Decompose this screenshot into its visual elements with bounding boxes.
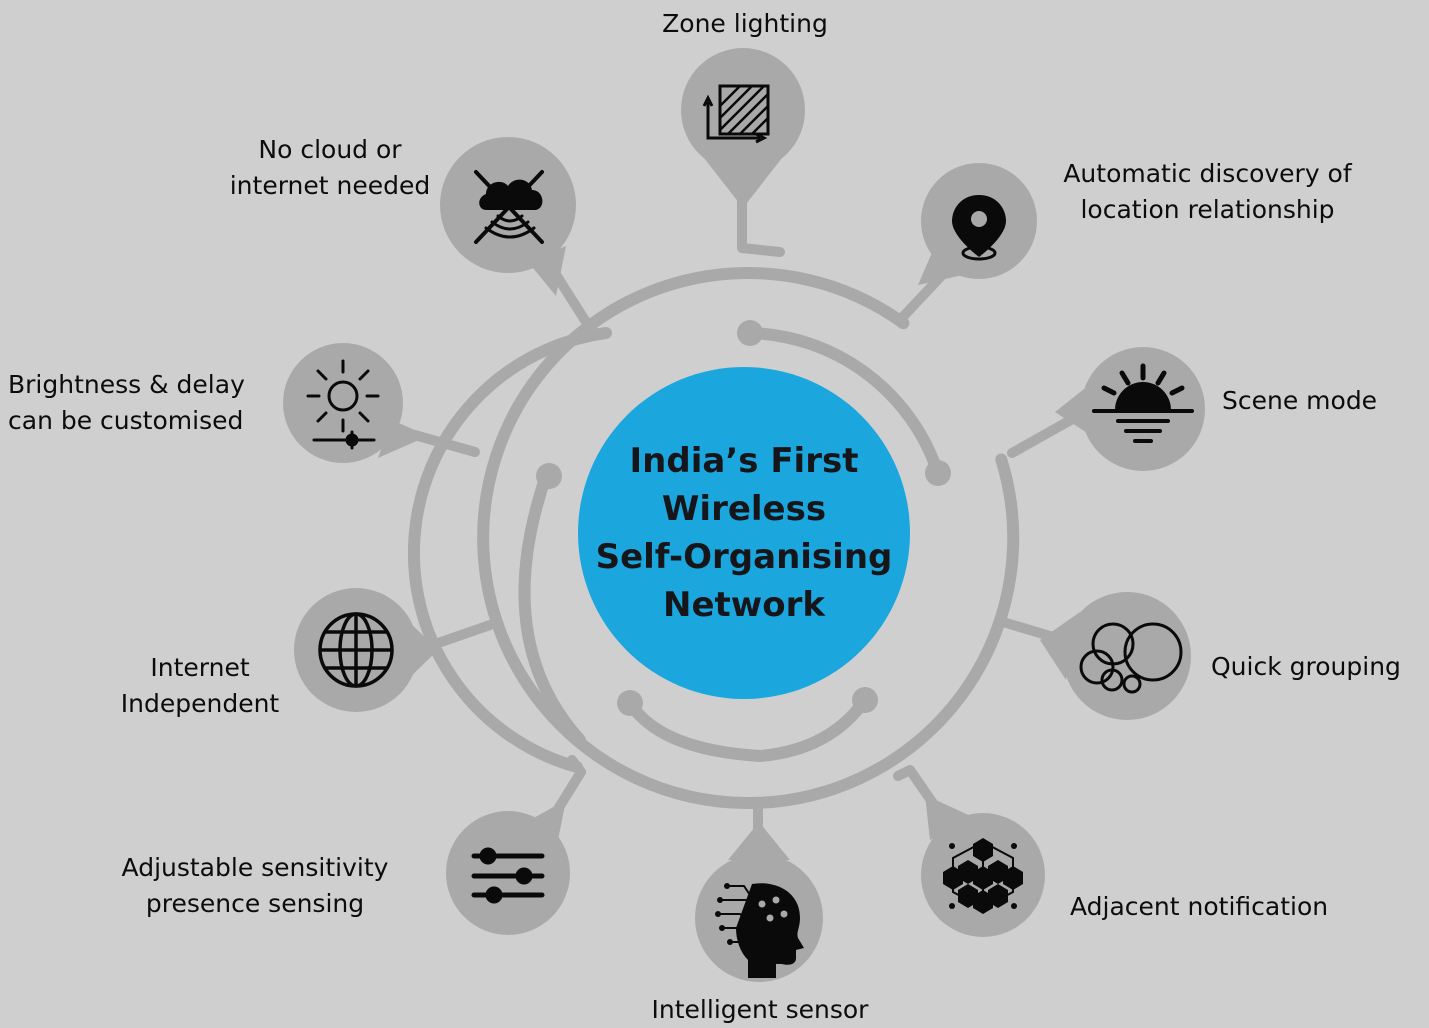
label-intelligent-sensor: Intelligent sensor	[600, 992, 920, 1028]
center-title-line: Network	[663, 585, 825, 625]
label-brightness-delay: Brightness & delay can be customised	[8, 367, 278, 439]
center-disc	[578, 367, 910, 699]
label-line: internet needed	[229, 171, 431, 200]
label-line: presence sensing	[145, 889, 365, 918]
inner-arc-top	[744, 327, 944, 479]
location-pin-icon	[952, 195, 1006, 261]
circuit-dot	[852, 687, 878, 713]
label-line: location relationship	[1080, 195, 1335, 224]
circuit-dot	[737, 320, 763, 346]
sunset-icon	[1092, 363, 1194, 443]
center-title-line: Wireless	[661, 489, 827, 529]
no-cloud-icon	[474, 170, 544, 244]
ai-head-icon	[715, 883, 804, 978]
label-adjacent-notification: Adjacent notification	[1070, 889, 1390, 925]
label-line: Automatic discovery of	[1063, 159, 1352, 188]
label-line: Zone lighting	[662, 9, 828, 38]
label-line: Intelligent sensor	[651, 995, 869, 1024]
center-title-line: India’s First	[629, 441, 859, 481]
bubble-sensitivity	[446, 800, 570, 935]
circuit-rings	[407, 267, 1020, 809]
sliders-icon	[471, 847, 545, 904]
zone-lighting-icon	[702, 84, 770, 144]
label-line: Adjustable sensitivity	[121, 853, 389, 882]
label-scene-mode: Scene mode	[1222, 383, 1422, 419]
label-location-discovery: Automatic discovery of location relation…	[1040, 156, 1375, 228]
label-line: Brightness & delay	[8, 370, 245, 399]
outer-ring	[477, 267, 1020, 809]
label-zone-lighting: Zone lighting	[600, 6, 890, 42]
label-quick-grouping: Quick grouping	[1211, 649, 1421, 685]
hexagon-network-icon	[943, 838, 1023, 914]
circuit-dot	[925, 460, 951, 486]
label-line: Adjacent notification	[1070, 892, 1329, 921]
circuit-dot	[536, 463, 562, 489]
center-title-line: Self-Organising	[595, 537, 893, 577]
inner-arc-left-outer	[518, 470, 586, 746]
bubbles-icon	[1079, 622, 1183, 694]
globe-icon	[318, 612, 394, 688]
bubble-nocloud	[440, 137, 576, 296]
bubble-zone	[681, 48, 805, 208]
label-line: Scene mode	[1222, 386, 1378, 415]
label-line: No cloud or	[258, 135, 402, 164]
bubble-grouping	[1040, 592, 1191, 720]
inner-arc-left-inner	[407, 327, 612, 773]
label-line: Quick grouping	[1211, 652, 1401, 681]
sun-slider-icon	[306, 359, 380, 450]
label-internet-independent: Internet Independent	[100, 650, 300, 722]
circuit-dot	[617, 690, 643, 716]
label-line: Independent	[120, 689, 280, 718]
inner-arc-bottom	[624, 694, 871, 763]
center-title: India’s First Wireless Self-Organising N…	[578, 367, 910, 699]
label-adjustable-sensitivity: Adjustable sensitivity presence sensing	[95, 850, 415, 922]
label-line: Internet	[150, 653, 250, 682]
bubble-brightness	[283, 343, 428, 463]
label-line: can be customised	[8, 406, 244, 435]
circuit-dots	[536, 320, 951, 716]
label-no-cloud: No cloud or internet needed	[220, 132, 440, 204]
